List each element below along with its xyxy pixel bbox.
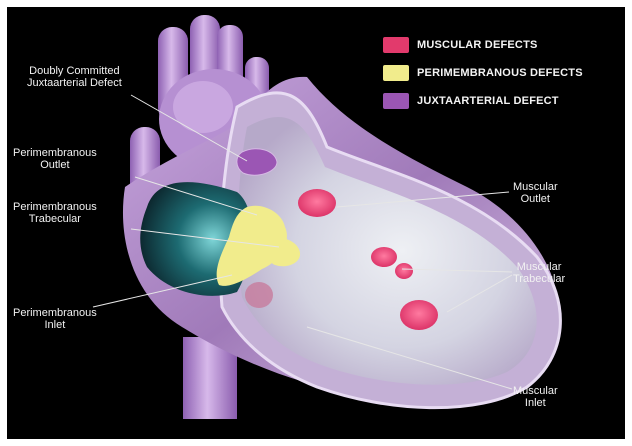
- legend-label-juxtaarterial: JUXTAARTERIAL DEFECT: [417, 95, 559, 107]
- label-perimembranous-inlet-line2: Inlet: [13, 319, 97, 331]
- legend-label-muscular: MUSCULAR DEFECTS: [417, 39, 538, 51]
- label-perimembranous-outlet-line2: Outlet: [13, 159, 97, 171]
- legend-label-perimembranous: PERIMEMBRANOUS DEFECTS: [417, 67, 583, 79]
- label-perimembranous-trabecular: Perimembranous Trabecular: [13, 201, 97, 225]
- label-muscular-inlet-line1: Muscular: [513, 385, 558, 397]
- perimembranous-swatch: [383, 65, 409, 81]
- label-muscular-trabecular-line2: Trabecular: [513, 273, 565, 285]
- label-muscular-outlet: Muscular Outlet: [513, 181, 558, 205]
- label-muscular-trabecular-line1: Muscular: [513, 261, 565, 273]
- legend-muscular-defects: MUSCULAR DEFECTS: [383, 37, 538, 53]
- muscular-swatch: [383, 37, 409, 53]
- label-perimembranous-inlet-line1: Perimembranous: [13, 307, 97, 319]
- diagram-frame: MUSCULAR DEFECTS PERIMEMBRANOUS DEFECTS …: [7, 7, 625, 439]
- label-muscular-outlet-line2: Outlet: [513, 193, 558, 205]
- label-muscular-trabecular: Muscular Trabecular: [513, 261, 565, 285]
- label-perimembranous-outlet-line1: Perimembranous: [13, 147, 97, 159]
- legend-perimembranous-defects: PERIMEMBRANOUS DEFECTS: [383, 65, 583, 81]
- legend-juxtaarterial-defect: JUXTAARTERIAL DEFECT: [383, 93, 559, 109]
- label-muscular-inlet-line2: Inlet: [513, 397, 558, 409]
- juxtaarterial-swatch: [383, 93, 409, 109]
- label-perimembranous-trabecular-line1: Perimembranous: [13, 201, 97, 213]
- label-perimembranous-inlet: Perimembranous Inlet: [13, 307, 97, 331]
- label-perimembranous-trabecular-line2: Trabecular: [13, 213, 97, 225]
- label-muscular-inlet: Muscular Inlet: [513, 385, 558, 409]
- label-doubly-committed-line1: Doubly Committed: [27, 65, 122, 77]
- label-doubly-committed-line2: Juxtaarterial Defect: [27, 77, 122, 89]
- label-doubly-committed: Doubly Committed Juxtaarterial Defect: [27, 65, 122, 89]
- label-perimembranous-outlet: Perimembranous Outlet: [13, 147, 97, 171]
- label-muscular-outlet-line1: Muscular: [513, 181, 558, 193]
- juxtaarterial-defect: [237, 149, 277, 175]
